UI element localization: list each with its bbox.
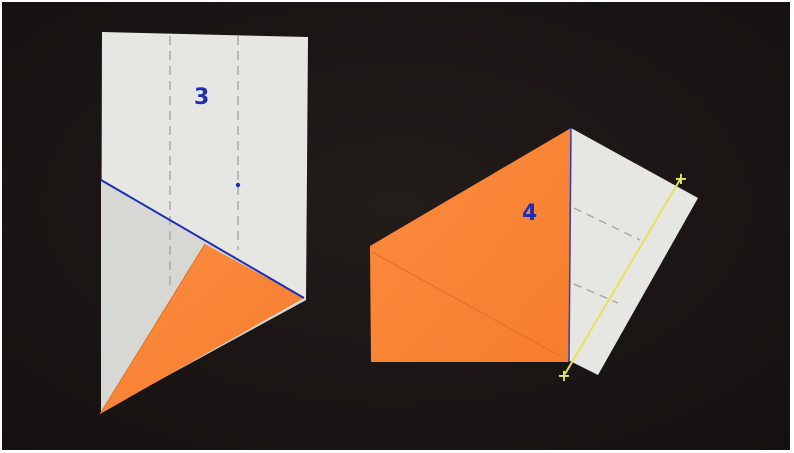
reference-dot (236, 183, 240, 187)
step-3-label: 3 (194, 85, 209, 110)
step-4-label: 4 (522, 201, 537, 226)
fold-end-marker: + (674, 169, 687, 188)
fold-start-marker: + (557, 366, 570, 385)
